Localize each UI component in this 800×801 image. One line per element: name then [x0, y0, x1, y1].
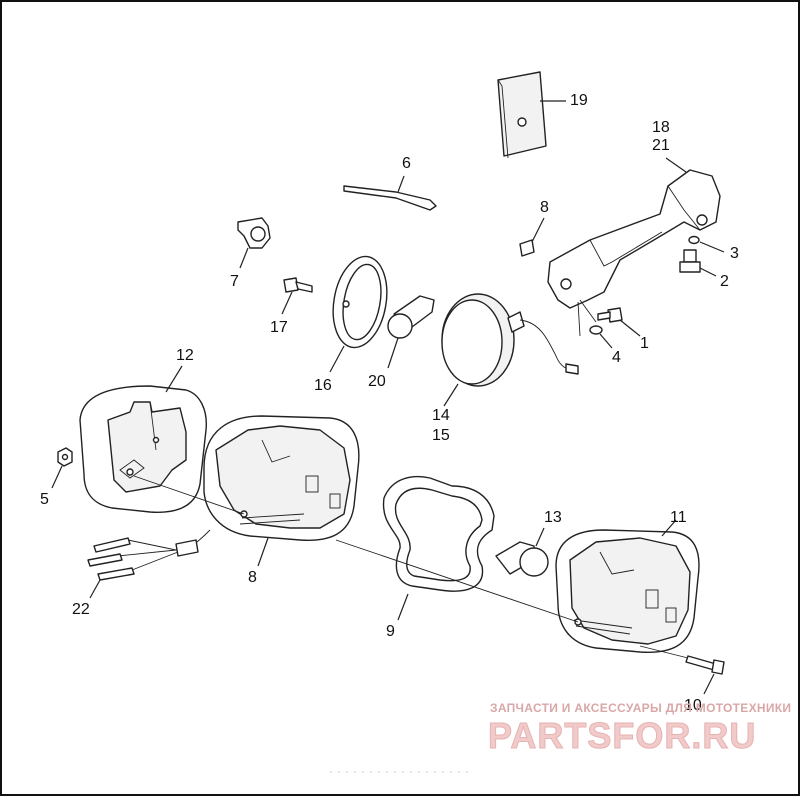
callout-1: 1	[640, 335, 649, 352]
callout-20: 20	[368, 373, 386, 390]
part-13-bulb	[495, 527, 549, 577]
callout-8-clip: 8	[540, 199, 549, 216]
callout-11: 11	[670, 509, 687, 526]
callout-6: 6	[402, 155, 411, 172]
part-2-bolt	[679, 249, 717, 277]
part-4-washer	[589, 325, 613, 349]
callout-18: 18	[652, 119, 670, 136]
part-8-clip	[519, 217, 545, 257]
callout-16: 16	[314, 377, 332, 394]
watermark: ЗАПЧАСТИ И АКСЕССУАРЫ ДЛЯ МОТОТЕХНИКИ PA…	[488, 701, 792, 757]
callout-7: 7	[230, 273, 239, 290]
callout-13: 13	[544, 509, 562, 526]
callout-17: 17	[270, 319, 288, 336]
watermark-brand: PARTSFOR.RU	[488, 715, 756, 756]
part-20-bulb	[387, 295, 435, 369]
callout-12: 12	[176, 347, 194, 364]
callout-labels: 19 18 21 6 8 3 2 7 17 1 4 12 16 20 14 15…	[40, 92, 739, 714]
part-22-wires	[87, 529, 211, 599]
part-1-screw	[597, 307, 641, 337]
part-9-gasket	[382, 475, 495, 621]
callout-9: 9	[386, 623, 395, 640]
part-19-plate	[497, 71, 566, 159]
part-18-21-bracket	[547, 157, 721, 337]
watermark-tagline: ЗАПЧАСТИ И АКСЕССУАРЫ ДЛЯ МОТОТЕХНИКИ	[490, 701, 791, 715]
callout-22: 22	[72, 601, 90, 618]
callout-2: 2	[720, 273, 729, 290]
part-17-screw	[281, 277, 313, 315]
part-14-15-lamp	[441, 293, 579, 407]
callout-21: 21	[652, 137, 670, 154]
callout-14: 14	[432, 407, 450, 424]
callout-15: 15	[432, 427, 450, 444]
part-7-clamp	[237, 217, 271, 269]
callout-8-body: 8	[248, 569, 257, 586]
part-5-nut	[51, 447, 73, 489]
part-11-lamp-body	[555, 519, 700, 653]
part-12-lens	[79, 365, 207, 513]
part-10-screw	[685, 655, 725, 695]
callout-5: 5	[40, 491, 49, 508]
callout-19: 19	[570, 92, 588, 109]
callout-4: 4	[612, 349, 621, 366]
part-8-lamp-body	[203, 415, 360, 567]
callout-3: 3	[730, 245, 739, 262]
callout-10: 10	[684, 697, 702, 714]
part-6-strap	[343, 175, 437, 211]
part-16-ring	[329, 255, 388, 373]
part-3-washer	[688, 235, 725, 253]
alignment-lines	[133, 299, 689, 659]
